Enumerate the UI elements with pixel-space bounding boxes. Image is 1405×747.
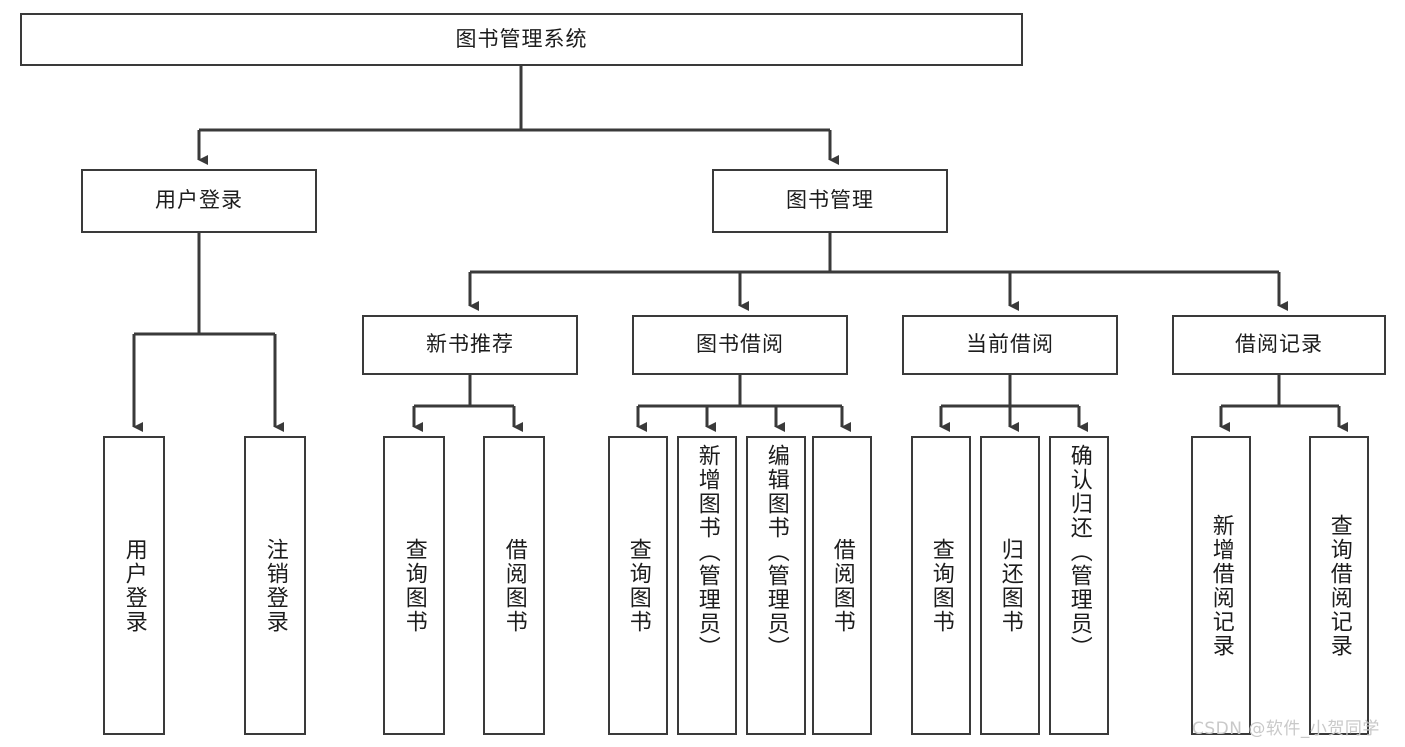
node-user-login[interactable]: 用户登录 xyxy=(81,169,317,233)
node-label: 借阅图书 xyxy=(501,537,527,634)
node-book-management[interactable]: 图书管理 xyxy=(712,169,948,233)
node-label: 确认归还（管理员） xyxy=(1066,444,1092,660)
node-label: 查询借阅记录 xyxy=(1326,513,1352,658)
leaf-current-borrow-query[interactable]: 查询图书 xyxy=(911,436,971,735)
node-label: 查询图书 xyxy=(401,537,427,634)
leaf-book-borrow-borrow[interactable]: 借阅图书 xyxy=(812,436,872,735)
leaf-user-login-logout[interactable]: 注销登录 xyxy=(244,436,306,735)
leaf-current-borrow-return[interactable]: 归还图书 xyxy=(980,436,1040,735)
leaf-book-borrow-add[interactable]: 新增图书（管理员） xyxy=(677,436,737,735)
node-label: 图书管理系统 xyxy=(455,26,588,51)
node-label: 新书推荐 xyxy=(426,332,514,357)
node-borrow-record[interactable]: 借阅记录 xyxy=(1172,315,1386,375)
leaf-new-book-query[interactable]: 查询图书 xyxy=(383,436,445,735)
leaf-borrow-record-query[interactable]: 查询借阅记录 xyxy=(1309,436,1369,735)
leaf-user-login-login[interactable]: 用户登录 xyxy=(103,436,165,735)
node-label: 编辑图书（管理员） xyxy=(763,444,789,660)
node-root-book-management-system[interactable]: 图书管理系统 xyxy=(20,13,1023,66)
node-label: 当前借阅 xyxy=(966,332,1054,357)
node-label: 图书管理 xyxy=(786,188,874,213)
leaf-borrow-record-add[interactable]: 新增借阅记录 xyxy=(1191,436,1251,735)
csdn-watermark: CSDN @软件_小贺同学 xyxy=(1192,719,1380,739)
node-label: 借阅记录 xyxy=(1235,332,1323,357)
leaf-new-book-borrow[interactable]: 借阅图书 xyxy=(483,436,545,735)
node-new-book-recommend[interactable]: 新书推荐 xyxy=(362,315,578,375)
node-book-borrow[interactable]: 图书借阅 xyxy=(632,315,848,375)
node-label: 新增借阅记录 xyxy=(1208,513,1234,658)
node-label: 用户登录 xyxy=(121,537,147,634)
node-label: 注销登录 xyxy=(262,537,288,634)
leaf-book-borrow-query[interactable]: 查询图书 xyxy=(608,436,668,735)
node-label: 图书借阅 xyxy=(696,332,784,357)
node-label: 查询图书 xyxy=(625,537,651,634)
node-current-borrow[interactable]: 当前借阅 xyxy=(902,315,1118,375)
leaf-book-borrow-edit[interactable]: 编辑图书（管理员） xyxy=(746,436,806,735)
node-label: 查询图书 xyxy=(928,537,954,634)
node-label: 新增图书（管理员） xyxy=(694,444,720,660)
node-label: 借阅图书 xyxy=(829,537,855,634)
node-label: 归还图书 xyxy=(997,537,1023,634)
leaf-current-borrow-confirm-return[interactable]: 确认归还（管理员） xyxy=(1049,436,1109,735)
node-label: 用户登录 xyxy=(155,188,243,213)
